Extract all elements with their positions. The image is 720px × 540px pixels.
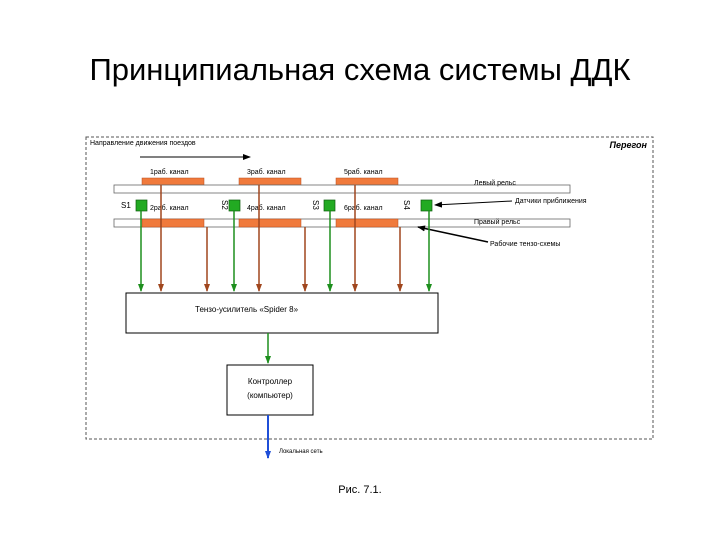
bottom-pad-3 <box>335 218 399 228</box>
channel-label-2: 2раб. канал <box>150 204 189 212</box>
controller-label-line2: (компьютер) <box>247 391 293 400</box>
channel-label-1: 1раб. канал <box>150 168 189 176</box>
right-rail-label: Правый рельс <box>474 218 521 226</box>
sensor-label-s2: S2 <box>220 200 229 210</box>
channel-label-3: 3раб. канал <box>247 168 286 176</box>
page-title: Принципиальная схема системы ДДК <box>89 52 631 87</box>
network-label: Локальная сеть <box>279 449 323 455</box>
figure-caption: Рис. 7.1. <box>338 484 382 496</box>
left-rail <box>113 184 571 194</box>
zone-label: Перегон <box>610 140 648 150</box>
controller-box <box>226 364 314 416</box>
strain-label: Рабочие тензо-схемы <box>490 240 560 248</box>
proximity-sensor-4 <box>420 199 433 212</box>
sensor-label-s1: S1 <box>121 201 131 210</box>
amplifier-box <box>125 292 439 334</box>
left-rail-label: Левый рельс <box>474 179 516 187</box>
proximity-pointer <box>434 200 513 208</box>
proximity-sensor-1 <box>135 199 148 212</box>
proximity-label: Датчики приближения <box>515 197 587 205</box>
channel-label-5: 5раб. канал <box>344 168 383 176</box>
channel-label-6: 6раб. канал <box>344 204 383 212</box>
top-pad-3 <box>335 177 399 186</box>
proximity-sensor-2 <box>228 199 241 212</box>
direction-label: Направление движения поездов <box>90 140 196 147</box>
sensor-label-s4: S4 <box>402 200 411 210</box>
amplifier-label: Тензо-усилитель «Spider 8» <box>195 305 299 314</box>
top-pad-2 <box>238 177 302 186</box>
channel-label-4: 4раб. канал <box>247 204 286 212</box>
sensor-label-s3: S3 <box>311 200 320 210</box>
top-pad-1 <box>141 177 205 186</box>
bottom-pad-2 <box>238 218 302 228</box>
proximity-sensor-3 <box>323 199 336 212</box>
bottom-pad-1 <box>141 218 205 228</box>
controller-label-line1: Контроллер <box>248 377 293 386</box>
zone-boundary <box>85 136 654 440</box>
